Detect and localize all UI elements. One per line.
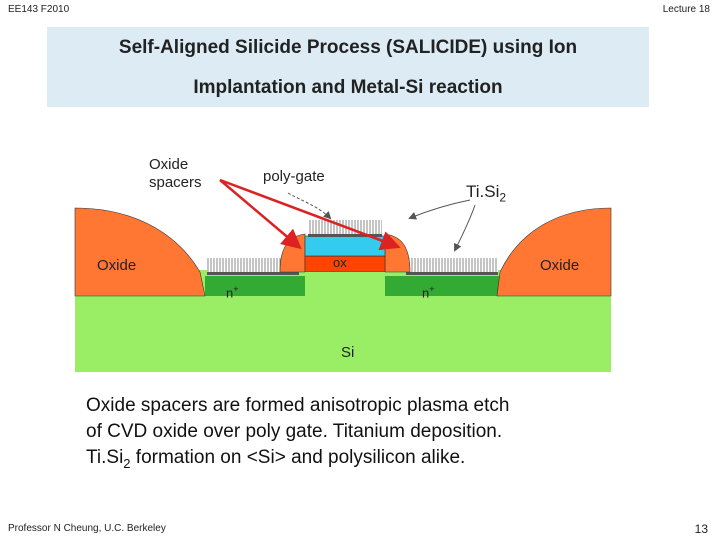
lecture-label: Lecture 18	[662, 4, 710, 15]
n-plus-right-sup: +	[429, 284, 435, 294]
spacer-right	[384, 233, 411, 273]
tisi2-gate-base	[308, 234, 382, 237]
title-line-2: Implantation and Metal-Si reaction	[193, 77, 503, 98]
field-oxide-right	[496, 207, 612, 297]
caption: Oxide spacers are formed anisotropic pla…	[86, 393, 666, 477]
author-footer: Professor N Cheung, U.C. Berkeley	[8, 523, 166, 534]
poly-gate-label: poly-gate	[263, 168, 325, 185]
page-number: 13	[694, 522, 708, 536]
tisi2-arrow-1	[408, 199, 471, 220]
poly-gate	[304, 235, 386, 257]
spacer-arrow-right	[219, 178, 401, 251]
tisi2-arrow-2	[454, 204, 476, 252]
tisi2-label-sub: 2	[499, 190, 507, 205]
n-plus-left-text: n	[226, 285, 234, 301]
tisi2-left	[207, 258, 297, 272]
n-plus-right	[382, 276, 500, 296]
n-plus-right-label: n+	[422, 280, 435, 302]
caption-line-3-pre: Ti.Si	[86, 447, 124, 468]
caption-line-1: Oxide spacers are formed anisotropic pla…	[86, 395, 510, 416]
oxide-spacers-label-line1: Oxide	[149, 156, 189, 173]
n-plus-left-label: n+	[226, 280, 239, 302]
title-line-1: Self-Aligned Silicide Process (SALICIDE)…	[118, 37, 578, 58]
field-oxide-left	[74, 207, 206, 297]
oxide-right-label: Oxide	[540, 257, 580, 274]
tisi2-label-text: Ti.Si	[466, 182, 500, 201]
spacer-arrow-left	[219, 179, 302, 250]
course-label: EE143 F2010	[8, 4, 70, 15]
oxide-spacers-label: Oxide spacers	[149, 156, 202, 192]
oxide-left-label: Oxide	[97, 257, 137, 274]
caption-line-3: Ti.Si2 formation on <Si> and polysilicon…	[86, 445, 666, 477]
spacer-left	[279, 233, 306, 273]
oxide-spacers-label-line2: spacers	[149, 174, 202, 191]
n-plus-left	[205, 276, 305, 296]
n-plus-right-text: n	[422, 285, 430, 301]
si-label: Si	[341, 344, 355, 361]
tisi2-label: Ti.Si2	[466, 183, 506, 206]
channel-region	[305, 272, 385, 296]
caption-line-3-sub: 2	[123, 455, 131, 471]
tisi2-right	[408, 258, 498, 272]
title-box: Self-Aligned Silicide Process (SALICIDE)…	[47, 27, 649, 107]
caption-line-2: of CVD oxide over poly gate. Titanium de…	[86, 421, 503, 442]
tisi2-right-base	[406, 272, 498, 275]
n-plus-left-sup: +	[233, 284, 239, 294]
tisi2-left-base	[207, 272, 299, 275]
gate-oxide-label: ox	[333, 255, 347, 270]
caption-line-3-post: formation on <Si> and polysilicon alike.	[130, 447, 466, 468]
si-substrate	[75, 296, 611, 372]
